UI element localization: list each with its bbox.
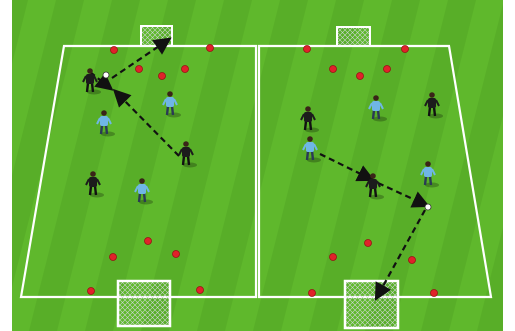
cone — [88, 288, 95, 295]
cone — [384, 66, 391, 73]
cone — [173, 251, 180, 258]
left-top-goal — [141, 26, 172, 46]
cone — [409, 257, 416, 264]
left-bottom-goal — [118, 281, 170, 326]
cone — [145, 238, 152, 245]
cone — [304, 46, 311, 53]
cone — [136, 66, 143, 73]
right-bottom-goal — [345, 281, 398, 328]
cone — [110, 254, 117, 261]
cone — [330, 66, 337, 73]
ball — [425, 204, 431, 210]
cone — [309, 290, 316, 297]
cone — [159, 73, 166, 80]
cone — [431, 290, 438, 297]
cone — [111, 47, 118, 54]
cone — [357, 73, 364, 80]
ball — [103, 72, 109, 78]
right-top-goal — [337, 27, 370, 46]
cone — [182, 66, 189, 73]
cone — [402, 46, 409, 53]
cone — [197, 287, 204, 294]
cone — [330, 254, 337, 261]
cone — [365, 240, 372, 247]
cone — [207, 45, 214, 52]
